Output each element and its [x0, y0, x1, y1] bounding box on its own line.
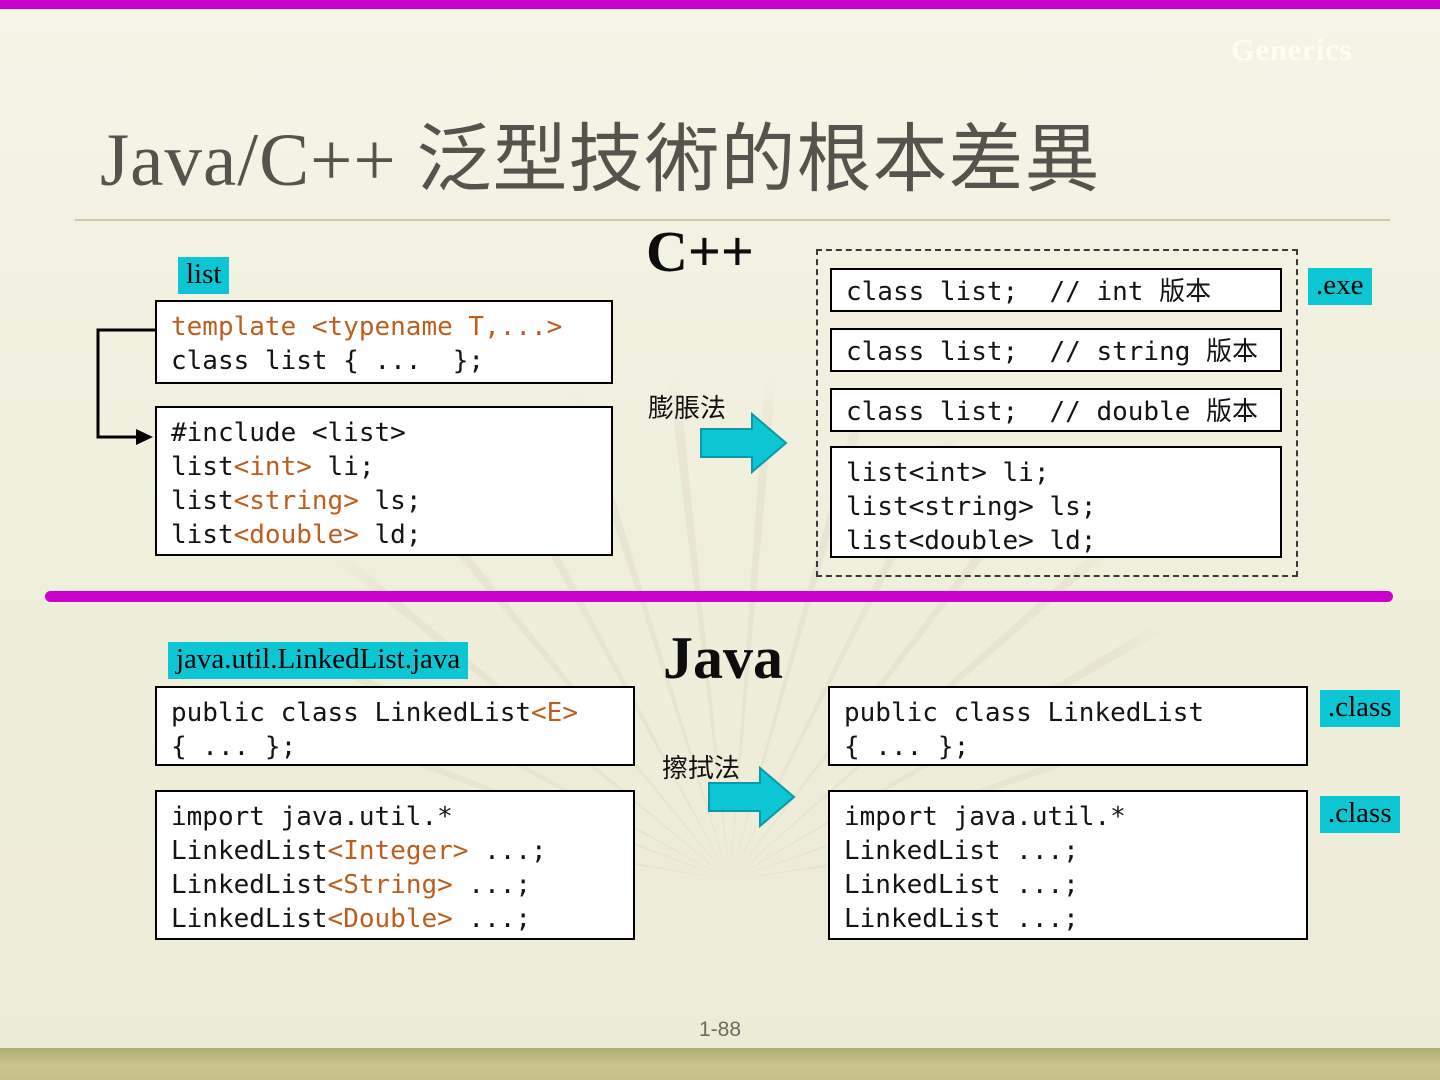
code-line: list<string> ls; — [171, 484, 597, 518]
code-type-param: <double> — [233, 520, 359, 550]
code-type-param: <string> — [233, 486, 359, 516]
java-source-file-label: java.util.LinkedList.java — [168, 642, 469, 679]
java-usage-output-label: .class — [1320, 796, 1400, 833]
code-text: public class LinkedList — [171, 698, 532, 728]
code-line: LinkedList ...; — [844, 836, 1079, 866]
code-line: LinkedList<Integer> ...; — [171, 834, 619, 868]
code-text: list — [171, 486, 234, 516]
code-text: LinkedList — [171, 904, 328, 934]
code-type-param: <String> — [327, 870, 453, 900]
code-text: list — [171, 520, 234, 550]
code-text: ls; — [358, 486, 422, 516]
cpp-right-block-arrow-icon — [700, 412, 788, 474]
title-divider-line — [75, 219, 1390, 221]
code-line: class list; // double 版本 — [846, 397, 1259, 427]
code-type-param: <Integer> — [327, 836, 469, 866]
code-line: { ... }; — [844, 732, 970, 762]
code-type-param: <Double> — [327, 904, 453, 934]
cpp-output-group-box — [816, 249, 1298, 577]
cpp-section-heading: C++ — [646, 219, 754, 284]
cpp-method-label: 膨脹法 — [648, 394, 727, 423]
page-number: 1-88 — [698, 1018, 742, 1041]
code-line: list<int> li; — [846, 458, 1050, 488]
code-line: { ... }; — [171, 732, 297, 762]
cpp-template-box: template <typename T,...> class list { .… — [155, 300, 613, 384]
cpp-output-int-box: class list; // int 版本 — [830, 268, 1282, 312]
code-text: li; — [311, 452, 375, 482]
code-line: LinkedList ...; — [844, 904, 1079, 934]
java-section-heading: Java — [663, 625, 783, 691]
code-line: list<double> ld; — [171, 518, 597, 552]
code-text: LinkedList — [171, 870, 328, 900]
code-text: ...; — [452, 870, 532, 900]
java-output-class-box: public class LinkedList { ... }; — [828, 686, 1308, 766]
java-right-block-arrow-icon — [708, 766, 796, 828]
code-line: LinkedList<Double> ...; — [171, 902, 619, 936]
java-class-output-label: .class — [1320, 690, 1400, 727]
code-line: class list { ... }; — [171, 346, 485, 376]
cpp-output-string-box: class list; // string 版本 — [830, 328, 1282, 372]
cpp-output-usage-box: list<int> li; list<string> ls; list<doub… — [830, 446, 1282, 558]
code-text: list — [171, 452, 234, 482]
cpp-exe-label: .exe — [1308, 268, 1372, 305]
code-line: template <typename T,...> — [171, 312, 563, 342]
code-line: LinkedList ...; — [844, 870, 1079, 900]
code-line: public class LinkedList — [844, 698, 1205, 728]
code-text: ld; — [358, 520, 422, 550]
generics-badge: Generics — [1230, 32, 1352, 67]
code-line: #include <list> — [171, 418, 406, 448]
cpp-output-double-box: class list; // double 版本 — [830, 388, 1282, 432]
java-usage-box: import java.util.* LinkedList<Integer> .… — [155, 790, 635, 940]
java-method-label: 擦拭法 — [662, 754, 741, 783]
code-text: ...; — [452, 904, 532, 934]
code-line: class list; // int 版本 — [846, 277, 1212, 307]
java-output-usage-box: import java.util.* LinkedList ...; Linke… — [828, 790, 1308, 940]
section-divider-bar — [45, 591, 1393, 602]
code-line: import java.util.* — [844, 802, 1126, 832]
top-accent-bar — [0, 0, 1440, 9]
elbow-connector-arrow — [96, 328, 155, 445]
code-text: LinkedList — [171, 836, 328, 866]
code-line: class list; // string 版本 — [846, 337, 1259, 367]
cpp-usage-box: #include <list> list<int> li; list<strin… — [155, 406, 613, 556]
code-type-param: <E> — [531, 698, 578, 728]
code-text: ...; — [468, 836, 547, 866]
code-line: list<double> ld; — [846, 526, 1097, 556]
code-line: list<string> ls; — [846, 492, 1097, 522]
code-line: import java.util.* — [171, 802, 453, 832]
code-line: LinkedList<String> ...; — [171, 868, 619, 902]
code-line: list<int> li; — [171, 450, 597, 484]
java-class-box: public class LinkedList<E> { ... }; — [155, 686, 635, 766]
code-type-param: <int> — [233, 452, 312, 482]
slide-title: Java/C++ 泛型技術的根本差異 — [100, 119, 1101, 202]
code-line: public class LinkedList<E> — [171, 696, 619, 730]
bottom-accent-bar — [0, 1048, 1440, 1080]
cpp-source-file-label: list — [178, 257, 230, 294]
